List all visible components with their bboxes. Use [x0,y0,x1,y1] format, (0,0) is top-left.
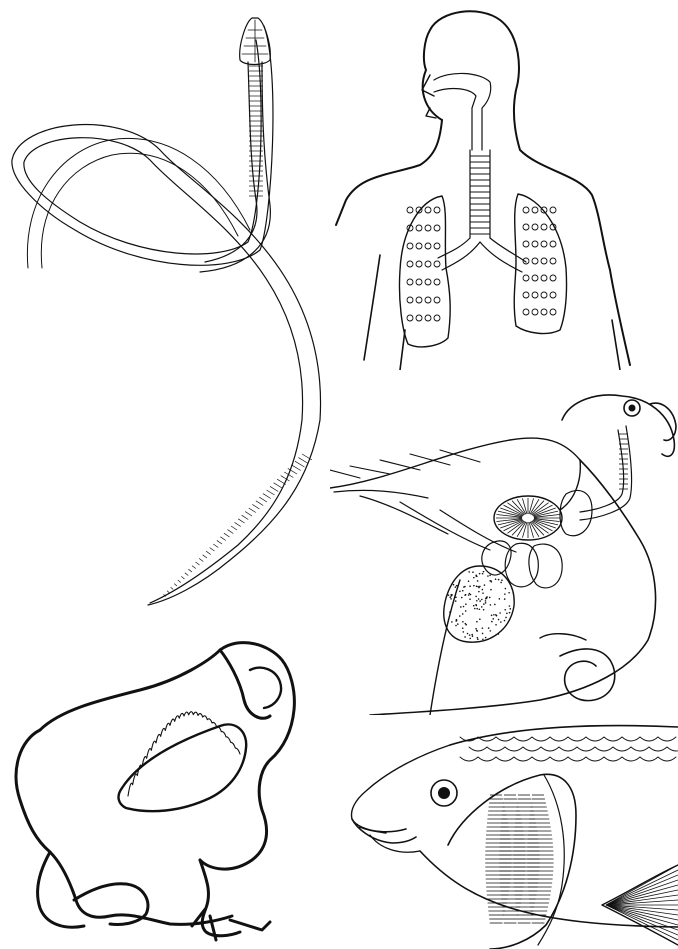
bird-panel [330,370,678,715]
human-panel [330,0,678,370]
frog-panel [0,620,330,949]
worm-panel [0,0,330,620]
bird-respiratory-icon [330,370,678,715]
worm-icon [0,0,330,620]
frog-skin-respiration-icon [0,620,330,949]
fish-gills-icon [330,715,678,949]
human-respiratory-icon [330,0,678,370]
fish-panel [330,715,678,949]
